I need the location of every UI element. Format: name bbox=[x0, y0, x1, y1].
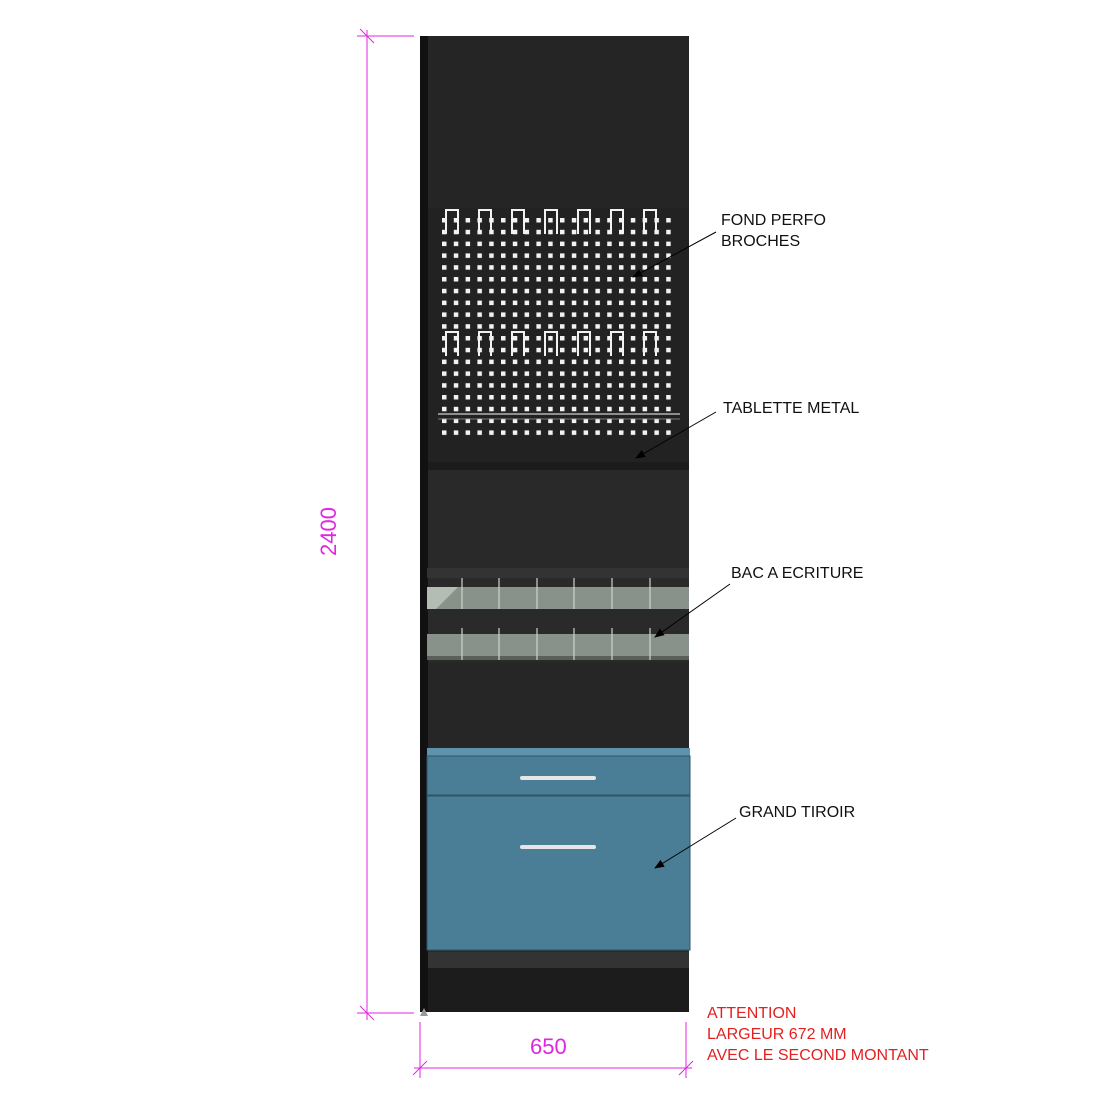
leader-fond-perfo bbox=[632, 231, 717, 278]
plinth-base bbox=[428, 968, 689, 1012]
broche-hook-top-1 bbox=[445, 209, 459, 234]
broche-hook-bottom-2 bbox=[478, 331, 492, 356]
width-dimension bbox=[412, 1022, 694, 1078]
width-dimension-label: 650 bbox=[530, 1034, 567, 1059]
height-dimension-label: 2400 bbox=[316, 507, 341, 556]
drawer-small-handle bbox=[520, 776, 596, 780]
leader-grand-tiroir bbox=[654, 817, 737, 869]
leader-tablette-metal bbox=[635, 411, 717, 459]
warning-line2: LARGEUR 672 MM bbox=[707, 1026, 847, 1043]
foot-marker bbox=[420, 1008, 428, 1016]
drawer-large-handle bbox=[520, 845, 596, 849]
broche-hook-top-5 bbox=[577, 209, 591, 234]
broche-hook-top-3 bbox=[511, 209, 525, 234]
tray-dividers bbox=[461, 578, 651, 660]
broche-hook-bottom-3 bbox=[511, 331, 525, 356]
writing-tray-lower bbox=[427, 634, 689, 660]
label-grand-tiroir: GRAND TIROIR bbox=[739, 804, 856, 821]
broche-hook-bottom-7 bbox=[643, 331, 657, 356]
broche-hook-top-4 bbox=[544, 209, 558, 234]
writing-tray-upper bbox=[427, 568, 689, 609]
height-dimension bbox=[357, 28, 414, 1021]
drawer-large bbox=[426, 795, 691, 951]
label-tablette-metal: TABLETTE METAL bbox=[723, 400, 860, 417]
broche-hook-bottom-5 bbox=[577, 331, 591, 356]
broche-hooks-row-2 bbox=[445, 331, 657, 356]
warning-note: ATTENTION LARGEUR 672 MM AVEC LE SECOND … bbox=[707, 1003, 929, 1066]
label-fond-perfo: FOND PERFO BROCHES bbox=[721, 210, 826, 252]
label-bac-ecriture: BAC A ECRITURE bbox=[731, 565, 864, 582]
lower-panel bbox=[428, 662, 689, 748]
broche-hooks-row-1 bbox=[445, 209, 657, 234]
cabinet-top-panel bbox=[428, 36, 689, 208]
metal-shelf bbox=[428, 462, 689, 470]
leader-bac-ecriture bbox=[654, 583, 731, 638]
broche-hook-bottom-1 bbox=[445, 331, 459, 356]
middle-panel bbox=[428, 470, 689, 568]
broche-hook-top-6 bbox=[610, 209, 624, 234]
label-fond-perfo-line1: FOND PERFO bbox=[721, 212, 826, 229]
broche-hook-bottom-6 bbox=[610, 331, 624, 356]
warning-line3: AVEC LE SECOND MONTANT bbox=[707, 1047, 929, 1064]
label-fond-perfo-line2: BROCHES bbox=[721, 233, 801, 250]
broche-hook-top-2 bbox=[478, 209, 492, 234]
perforation-holes bbox=[442, 218, 678, 440]
plinth bbox=[428, 952, 689, 968]
broche-hook-top-7 bbox=[643, 209, 657, 234]
cabinet-side-upright bbox=[420, 36, 428, 1012]
warning-line1: ATTENTION bbox=[707, 1005, 797, 1022]
broche-hook-bottom-4 bbox=[544, 331, 558, 356]
drawer-small bbox=[426, 748, 691, 796]
